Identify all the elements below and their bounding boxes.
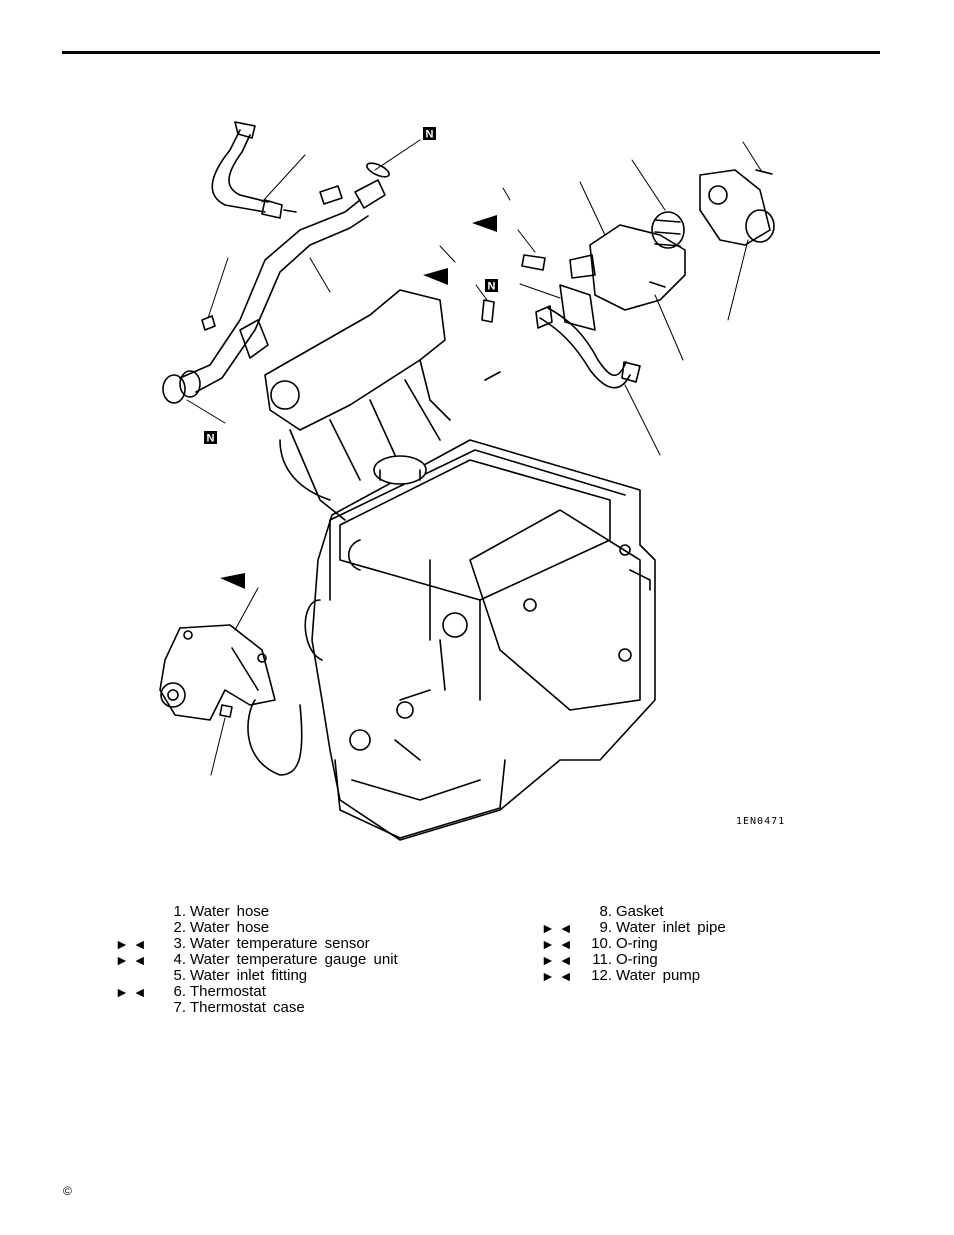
service-point-marker: ► ◄ <box>541 920 573 936</box>
legend-item-label: Water hose <box>190 903 270 920</box>
n-marker-label: N <box>207 433 215 445</box>
engine-cooling-exploded-view: N N N <box>140 100 800 850</box>
legend-item-number: 9. <box>599 919 612 936</box>
service-point-marker: ► ◄ <box>541 968 573 984</box>
service-point-marker: ► ◄ <box>541 936 573 952</box>
legend-item-label: Water temperature gauge unit <box>190 951 398 968</box>
legend-item: 7.Thermostat case <box>110 1000 430 1016</box>
small-parts <box>201 169 773 718</box>
legend-item: 8.Gasket <box>537 904 837 920</box>
legend-item: 2.Water hose <box>110 920 430 936</box>
water-hose-1 <box>211 121 297 219</box>
legend-item: ► ◄ 9.Water inlet pipe <box>537 919 837 937</box>
figure-code: 1EN0471 <box>736 816 786 827</box>
water-hose-2 <box>535 305 641 389</box>
legend-item: 1.Water hose <box>110 904 430 920</box>
legend-item-number: 7. <box>173 999 186 1016</box>
parts-legend-right: 8.Gasket► ◄9.Water inlet pipe► ◄10.O-rin… <box>537 904 837 985</box>
sealant-markers <box>220 215 497 589</box>
legend-item-number: 6. <box>173 983 186 1000</box>
legend-item-label: O-ring <box>616 935 658 952</box>
legend-item: ► ◄ 6.Thermostat <box>110 983 430 1001</box>
o-ring-10 <box>366 162 390 178</box>
legend-item-label: O-ring <box>616 951 658 968</box>
legend-item-label: Thermostat case <box>190 999 305 1016</box>
thermostat-assembly <box>559 169 775 331</box>
water-pump <box>159 624 303 776</box>
legend-item: ► ◄ 12.Water pump <box>537 967 837 985</box>
legend-item-number: 2. <box>173 919 186 936</box>
legend-item-label: Water pump <box>616 967 701 984</box>
service-point-marker: ► ◄ <box>115 936 147 952</box>
legend-item: ► ◄ 11.O-ring <box>537 951 837 969</box>
copyright-symbol: © <box>63 1184 72 1198</box>
legend-item: ► ◄ 10.O-ring <box>537 935 837 953</box>
legend-item: ► ◄ 3.Water temperature sensor <box>110 935 430 953</box>
n-marker-label: N <box>488 281 496 293</box>
legend-item-number: 3. <box>173 935 186 952</box>
intake-manifold <box>264 289 501 521</box>
leader-lines <box>186 139 763 776</box>
legend-item: 5.Water inlet fitting <box>110 968 430 984</box>
water-inlet-pipe <box>179 179 386 398</box>
legend-item-label: Water inlet fitting <box>190 967 308 984</box>
legend-item-label: Gasket <box>616 903 664 920</box>
legend-item: ► ◄ 4.Water temperature gauge unit <box>110 951 430 969</box>
legend-item-number: 4. <box>173 951 186 968</box>
legend-item-label: Water temperature sensor <box>190 935 370 952</box>
service-point-marker: ► ◄ <box>115 952 147 968</box>
legend-item-number: 12. <box>591 967 612 984</box>
o-ring-11 <box>162 374 186 404</box>
engine-block <box>304 439 656 841</box>
legend-item-number: 10. <box>591 935 612 952</box>
legend-item-label: Water hose <box>190 919 270 936</box>
legend-item-number: 11. <box>592 951 612 968</box>
legend-item-label: Water inlet pipe <box>616 919 726 936</box>
legend-item-number: 1. <box>173 903 186 920</box>
n-markers: N N N <box>204 127 498 445</box>
legend-item-number: 8. <box>599 903 612 920</box>
service-point-marker: ► ◄ <box>115 984 147 1000</box>
header-rule <box>62 51 880 54</box>
service-point-marker: ► ◄ <box>541 952 573 968</box>
legend-item-label: Thermostat <box>190 983 266 1000</box>
legend-item-number: 5. <box>173 967 186 984</box>
n-marker-label: N <box>426 129 434 141</box>
exploded-view-drawing: N N N <box>159 121 775 841</box>
